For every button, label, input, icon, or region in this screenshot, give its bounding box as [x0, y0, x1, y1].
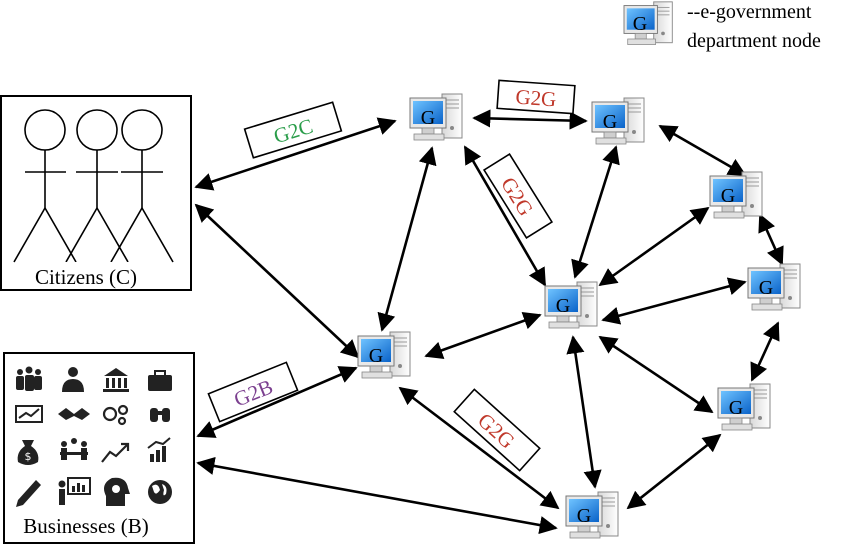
computer-g-icon — [565, 491, 619, 539]
e-gov-node-2: G — [591, 97, 645, 145]
bank-icon — [103, 368, 129, 392]
department-nodes: G G G G G G G G — [357, 93, 801, 539]
money-bag-icon: $ — [17, 440, 39, 465]
edge-label-g2g-top: G2G — [496, 79, 576, 115]
businesses-label: Businesses (B) — [23, 514, 148, 538]
people-group-icon — [16, 366, 42, 391]
legend-line-2: department node — [687, 30, 821, 52]
e-gov-node-8: G — [565, 491, 619, 539]
handshake-icon — [58, 408, 90, 420]
computer-g-icon — [357, 331, 411, 379]
edge-n2-n4 — [571, 145, 620, 279]
meeting-icon — [60, 438, 88, 460]
node-letter: G — [556, 295, 570, 317]
edge-n2-n3 — [658, 124, 747, 177]
bar-chart-icon — [147, 437, 171, 462]
computer-g-icon — [409, 93, 463, 141]
legend-computer-icon: G — [623, 1, 673, 46]
edge-citizens-n5 — [194, 203, 360, 359]
svg-text:$: $ — [25, 450, 32, 463]
connections — [194, 109, 784, 535]
computer-g-icon — [591, 97, 645, 145]
globe-icon — [148, 480, 172, 504]
legend-line-1: --e-government — [687, 1, 812, 23]
edge-citizens-n1 — [194, 117, 397, 191]
node-letter: G — [603, 111, 617, 133]
presentation-icon — [58, 477, 91, 505]
edge-n3-n4 — [598, 206, 710, 287]
edge-n1-n5 — [377, 146, 437, 332]
citizens-box: Citizens (C) — [0, 95, 192, 291]
edge-n7-n8 — [626, 433, 722, 510]
growth-arrows-icon — [101, 442, 130, 463]
computer-g-icon — [717, 383, 771, 431]
edge-businesses-n5 — [196, 366, 358, 438]
g2g-top-label: G2G — [515, 85, 557, 112]
edge-n4-n7 — [598, 335, 714, 414]
computer-g-icon — [709, 171, 763, 219]
briefcase-icon — [148, 370, 172, 391]
e-gov-node-6: G — [747, 263, 801, 311]
stick-figure-icon — [13, 109, 174, 263]
edge-label-g2g-bottom: G2G — [453, 388, 541, 472]
legend: G --e-government department node — [623, 1, 821, 52]
edge-n4-n5 — [424, 311, 542, 360]
node-letter: G — [577, 505, 591, 527]
brain-gear-icon — [104, 477, 130, 506]
edge-n4-n8 — [566, 335, 602, 489]
e-gov-node-5: G — [357, 331, 411, 379]
edge-label-g2c: G2C — [243, 101, 343, 159]
edge-n6-n7 — [750, 321, 780, 382]
businesses-box: $ Businesses (B) — [3, 352, 195, 544]
e-gov-node-3: G — [709, 171, 763, 219]
edge-n6-n4 — [601, 277, 747, 325]
gears-icon — [102, 404, 129, 426]
node-letter: G — [721, 185, 735, 207]
node-letter: G — [759, 277, 773, 299]
edge-businesses-n8 — [196, 456, 558, 535]
computer-g-icon — [544, 281, 598, 329]
computer-g-icon — [747, 263, 801, 311]
computer-g-icon — [623, 1, 673, 46]
pen-icon — [16, 480, 41, 507]
citizens-label: Citizens (C) — [35, 265, 137, 289]
edge-n1-n4 — [463, 145, 547, 287]
e-gov-node-4: G — [544, 281, 598, 329]
businessman-icon — [62, 367, 84, 392]
binoculars-icon — [150, 408, 170, 422]
monitor-chart-icon — [15, 405, 43, 423]
e-gov-node-7: G — [717, 383, 771, 431]
e-gov-node-1: G — [409, 93, 463, 141]
node-letter: G — [421, 107, 435, 129]
legend-node-letter: G — [633, 13, 647, 35]
edge-n1-n2 — [472, 109, 588, 130]
node-letter: G — [369, 345, 383, 367]
node-letter: G — [729, 397, 743, 419]
edge-n3-n6 — [758, 213, 784, 266]
